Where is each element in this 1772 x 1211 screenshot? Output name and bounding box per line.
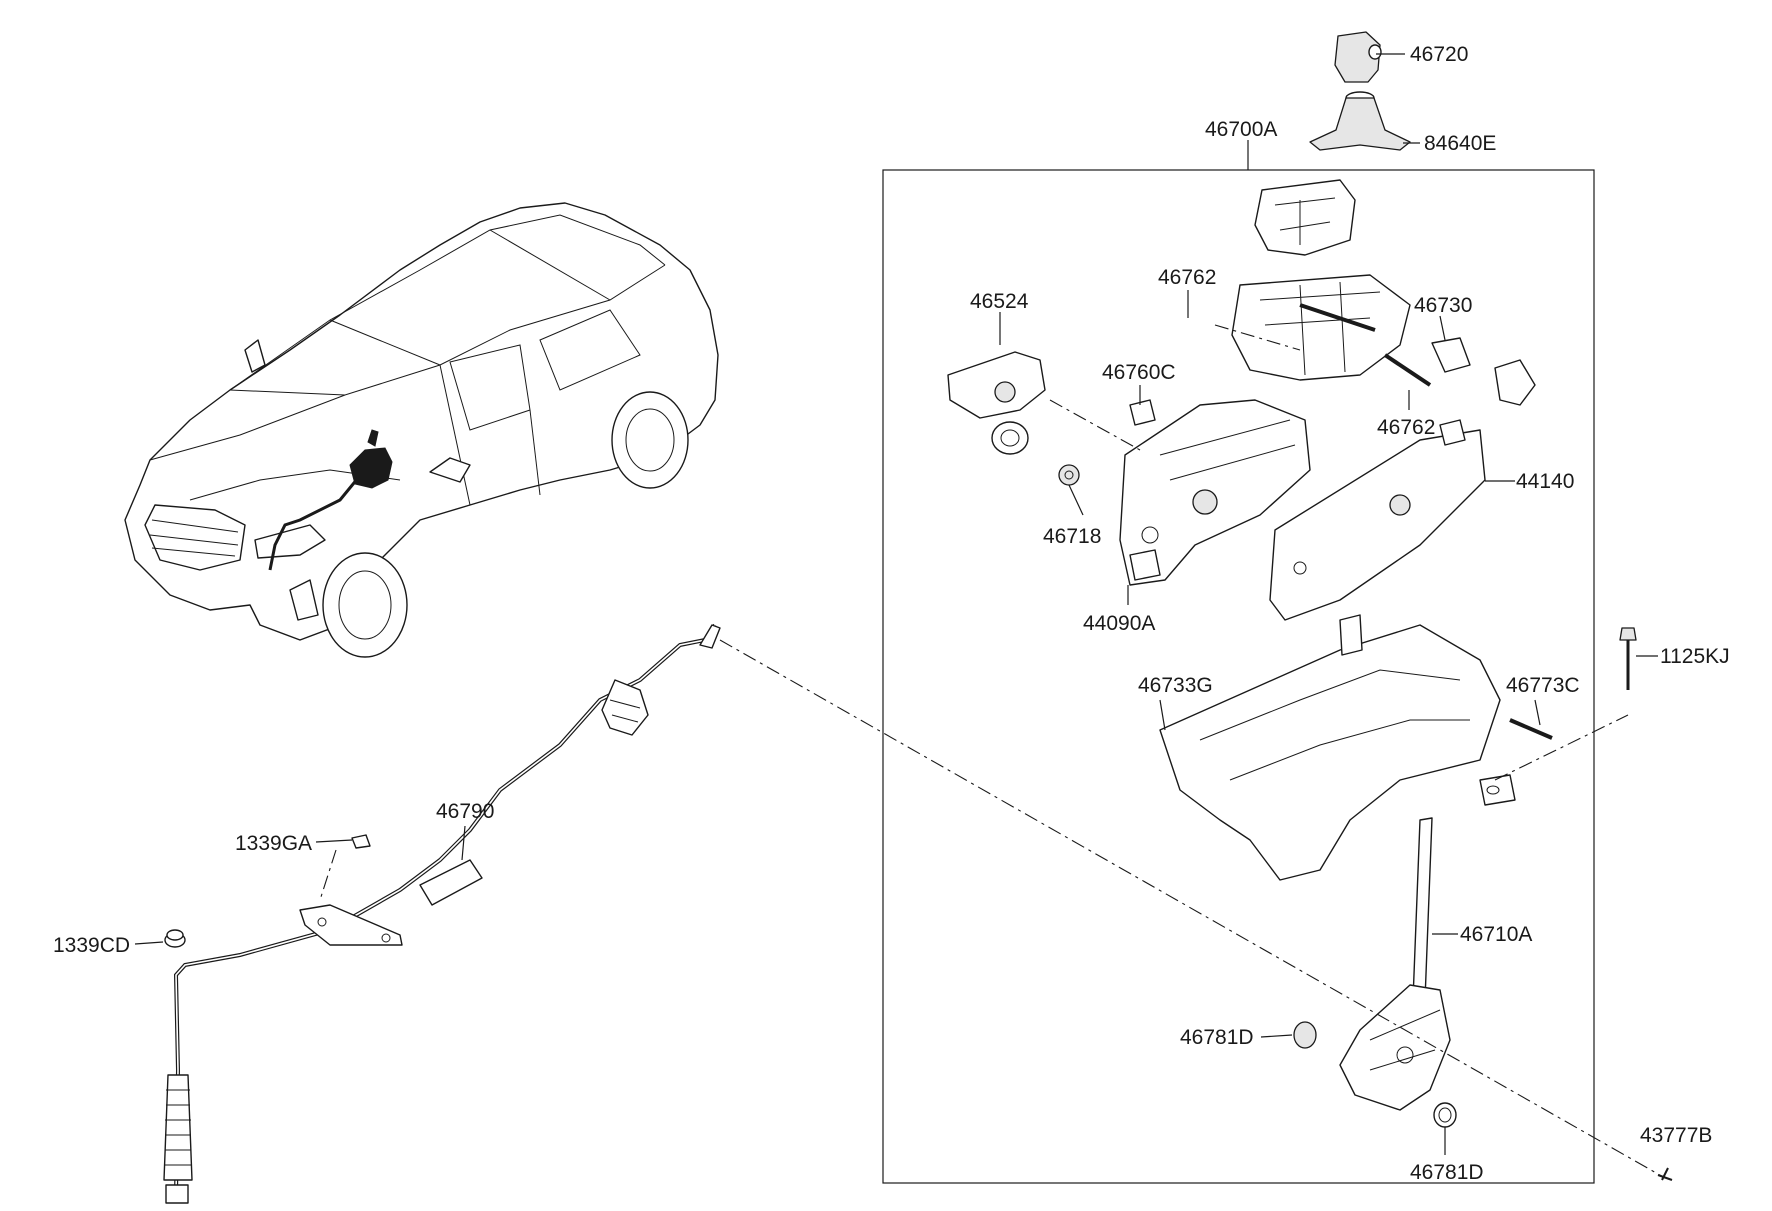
part-base-46733G — [1159, 614, 1516, 881]
part-solenoid-46730 — [1431, 337, 1536, 406]
label-46710A: 46710A — [1460, 923, 1532, 946]
label-46762-lower: 46762 — [1377, 416, 1435, 439]
label-46773C: 46773C — [1506, 674, 1580, 697]
assembly-frame — [882, 169, 1595, 1184]
part-washer-46718 — [1058, 464, 1080, 486]
part-bolt-1125KJ — [1619, 627, 1637, 690]
leader-lines — [134, 53, 1658, 1155]
phantom-line-bolt — [1494, 714, 1629, 781]
label-1339GA: 1339GA — [235, 832, 312, 855]
vehicle-illustration — [124, 202, 719, 658]
part-bushing-46781D-upper — [1293, 1021, 1317, 1049]
label-46730: 46730 — [1414, 294, 1472, 317]
part-pin-46773C — [1509, 718, 1553, 740]
part-upper-housing — [1231, 274, 1411, 381]
label-43777B: 43777B — [1640, 1124, 1712, 1147]
label-44140: 44140 — [1516, 470, 1574, 493]
phantom-line-cable — [719, 639, 1666, 1179]
label-46718: 46718 — [1043, 525, 1101, 548]
label-46781D-lower: 46781D — [1410, 1161, 1484, 1184]
label-46781D-upper: 46781D — [1180, 1026, 1254, 1049]
label-1339CD: 1339CD — [53, 934, 130, 957]
label-46720: 46720 — [1410, 43, 1468, 66]
part-bracket-44090A — [1119, 399, 1311, 586]
part-shift-boot-84640E — [1309, 91, 1411, 151]
label-1125KJ: 1125KJ — [1660, 645, 1730, 668]
label-46790: 46790 — [436, 800, 494, 823]
label-46700A: 46700A — [1205, 118, 1277, 141]
part-connector-46760C — [1129, 399, 1156, 426]
shift-cable-46790 — [163, 623, 721, 1204]
label-46760C: 46760C — [1102, 361, 1176, 384]
part-cover-44140 — [1269, 419, 1486, 621]
part-shift-knob-46720 — [1334, 31, 1382, 83]
label-46733G: 46733G — [1138, 674, 1213, 697]
part-lever-46710A — [1339, 817, 1451, 1111]
part-indicator-housing — [1254, 179, 1356, 256]
label-44090A: 44090A — [1083, 612, 1155, 635]
part-clip-43777B — [1657, 1167, 1673, 1181]
phantom-line-pin — [1214, 324, 1301, 351]
part-bushing-46781D-lower — [1433, 1102, 1457, 1128]
part-sensor-46524 — [947, 351, 1046, 455]
label-84640E: 84640E — [1424, 132, 1496, 155]
label-46524: 46524 — [970, 290, 1029, 313]
phantom-line-clip — [319, 849, 337, 901]
label-46762-upper: 46762 — [1158, 266, 1216, 289]
phantom-line-sensor — [1049, 399, 1141, 451]
